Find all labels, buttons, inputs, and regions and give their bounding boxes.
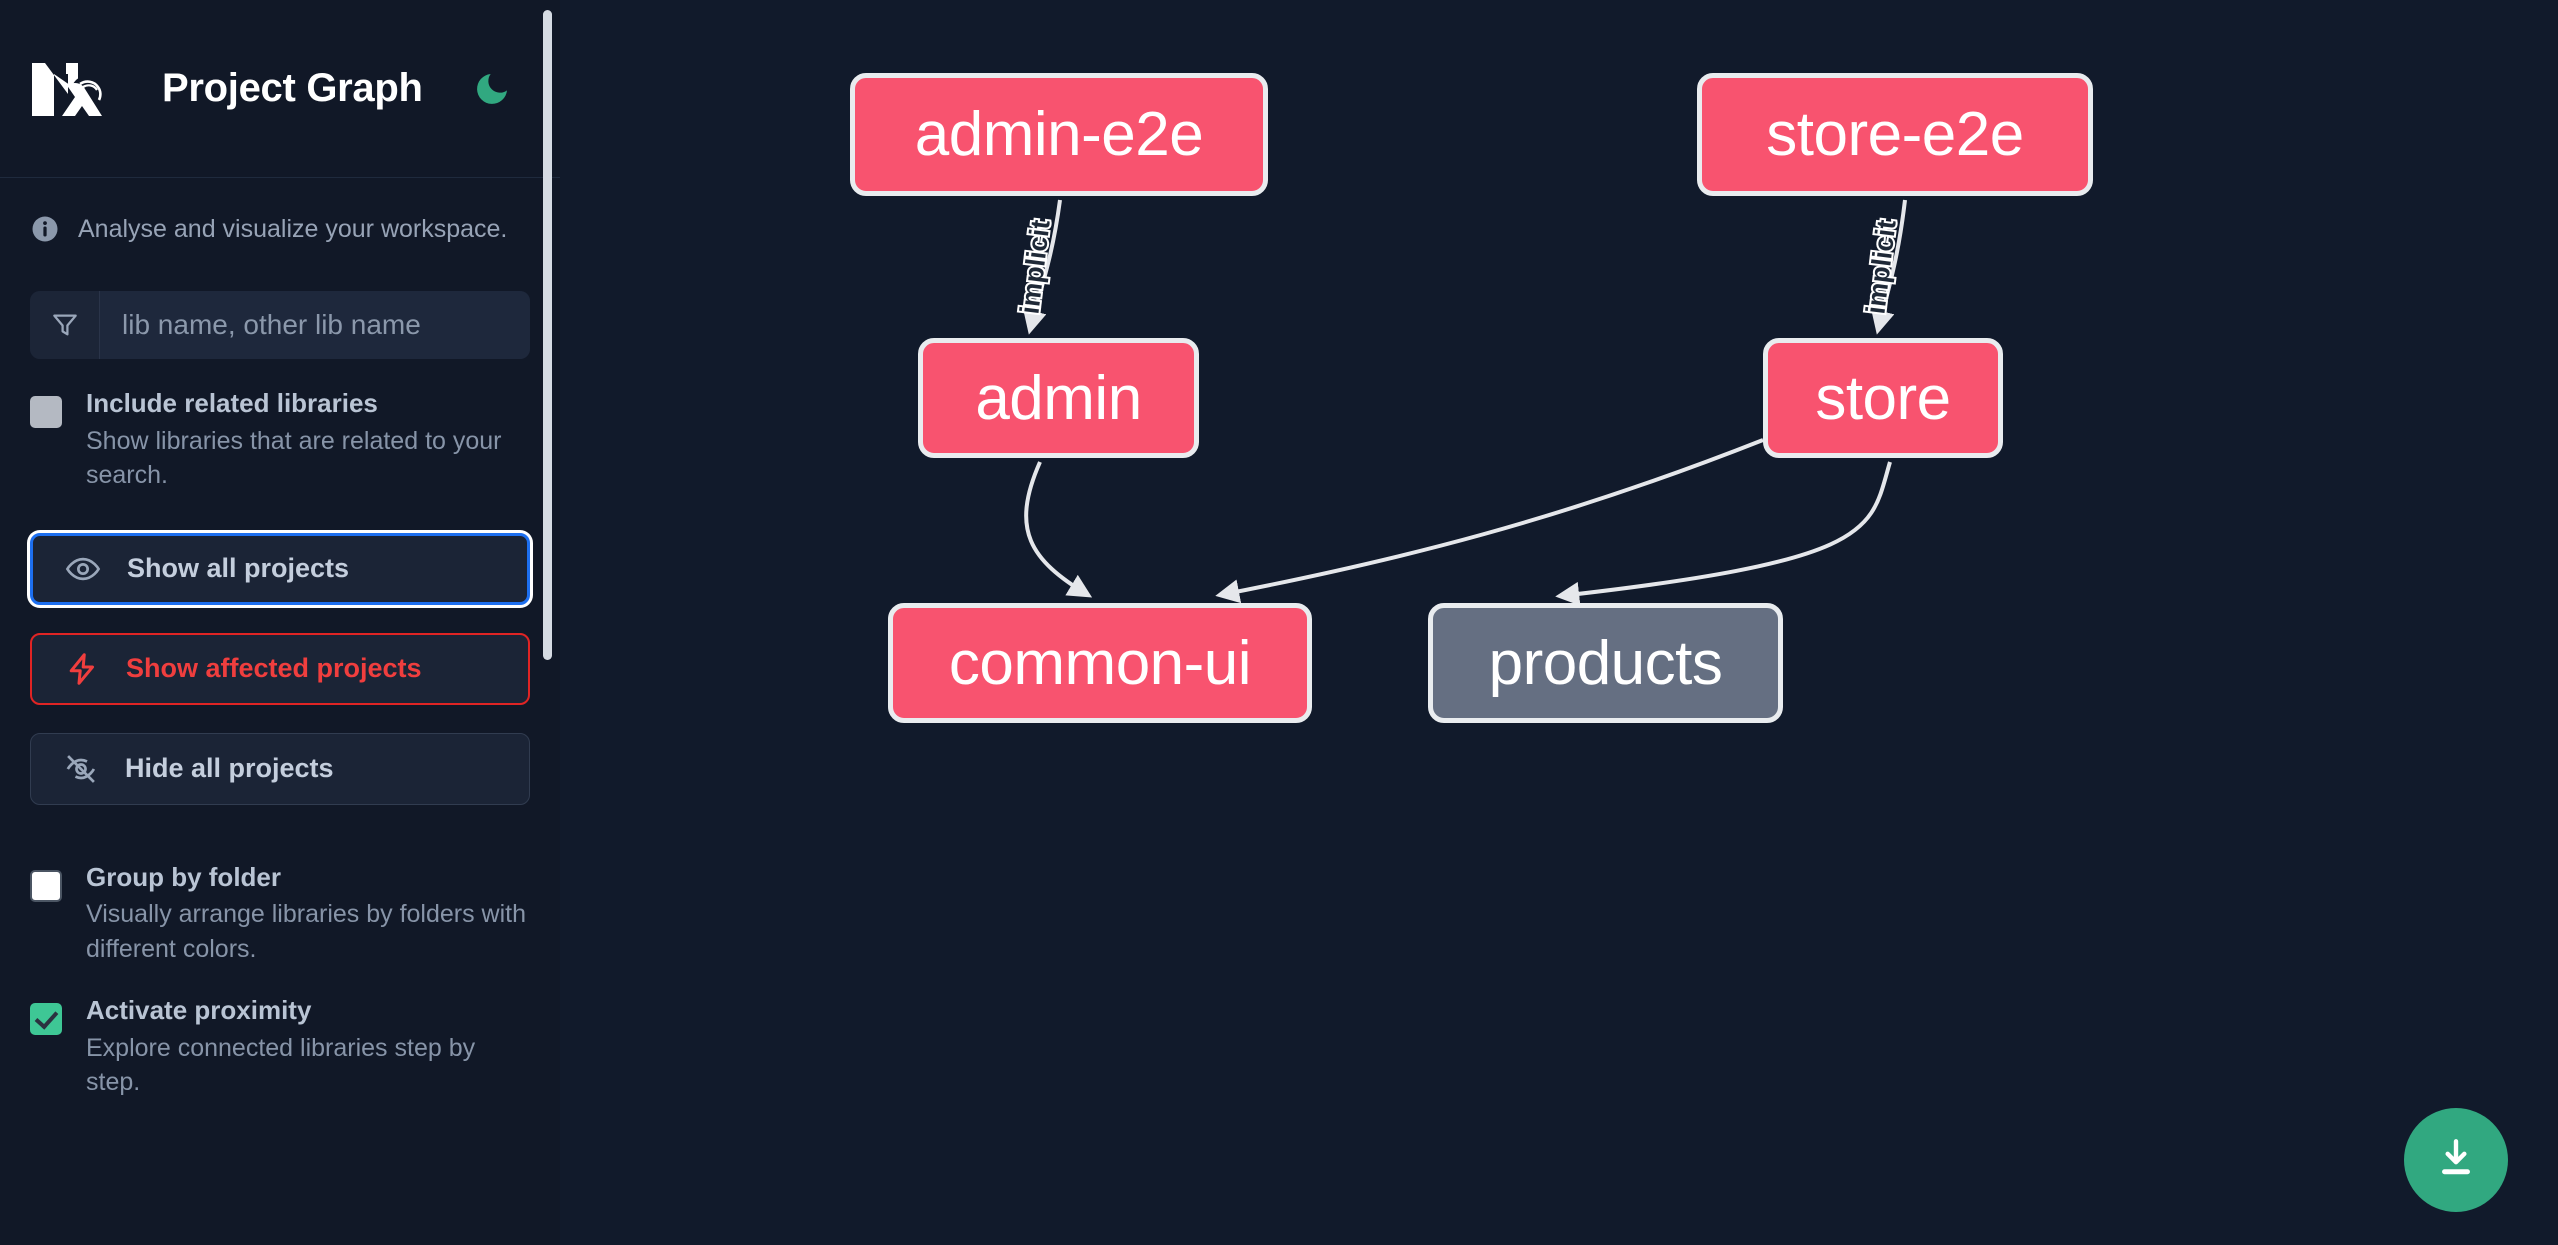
- option-text: Activate proximity Explore connected lib…: [86, 996, 530, 1100]
- option-description: Explore connected libraries step by step…: [86, 1033, 476, 1097]
- tagline-text: Analyse and visualize your workspace.: [78, 214, 508, 243]
- show-affected-projects-label: Show affected projects: [126, 653, 422, 684]
- show-affected-projects-button[interactable]: Show affected projects: [30, 632, 530, 705]
- option-text: Group by folder Visually arrange librari…: [86, 861, 530, 967]
- option-label: Include related libraries: [86, 388, 378, 418]
- graph-node-store[interactable]: store: [1763, 338, 2003, 458]
- graph-edges: implicit implicit: [1012, 199, 1907, 606]
- search-input[interactable]: [100, 291, 530, 359]
- show-all-projects-label: Show all projects: [127, 553, 350, 584]
- eye-icon: [65, 551, 101, 587]
- download-graph-button[interactable]: [2404, 1108, 2508, 1212]
- option-description: Show libraries that are related to your …: [86, 426, 502, 490]
- sidebar-header: Project Graph: [0, 0, 560, 178]
- sidebar: Project Graph Analyse and visualize your…: [0, 0, 560, 1245]
- nx-logo-icon: [30, 60, 122, 118]
- filter-icon[interactable]: [30, 291, 100, 359]
- graph-node-label: products: [1488, 628, 1723, 698]
- graph-node-label: store-e2e: [1766, 100, 2024, 169]
- edge-store-to-common-ui: [1215, 438, 1764, 604]
- edge-store-e2e-to-store: [1871, 199, 1907, 335]
- option-label: Activate proximity: [86, 995, 312, 1026]
- option-group-by-folder[interactable]: Group by folder Visually arrange librari…: [0, 833, 560, 967]
- graph-node-label: admin: [975, 363, 1142, 433]
- option-description: Visually arrange libraries by folders wi…: [86, 900, 527, 963]
- tagline: Analyse and visualize your workspace.: [0, 178, 560, 244]
- checkbox-activate-proximity[interactable]: [30, 1003, 62, 1036]
- graph-node-admin[interactable]: admin: [918, 338, 1199, 458]
- sidebar-content: Project Graph Analyse and visualize your…: [0, 0, 560, 1100]
- edge-admin-to-common-ui: [1024, 461, 1093, 598]
- moon-icon[interactable]: [471, 68, 513, 110]
- checkbox-group-by-folder[interactable]: [30, 869, 62, 902]
- hide-all-projects-label: Hide all projects: [125, 753, 334, 784]
- edge-label-implicit-store: implicit: [1860, 218, 1901, 315]
- download-icon: [2431, 1133, 2481, 1188]
- graph-node-store-e2e[interactable]: store-e2e: [1697, 73, 2093, 196]
- edge-store-to-products: [1555, 461, 1892, 606]
- graph-canvas[interactable]: implicit implicit admin-e2e store-e2e ad…: [560, 0, 2558, 1245]
- hide-all-projects-button[interactable]: Hide all projects: [30, 732, 530, 805]
- show-all-projects-button[interactable]: Show all projects: [30, 532, 530, 605]
- graph-node-products[interactable]: products: [1428, 603, 1783, 723]
- info-icon: [30, 214, 60, 244]
- option-label: Group by folder: [86, 861, 281, 892]
- graph-node-label: admin-e2e: [914, 100, 1204, 169]
- graph-node-common-ui[interactable]: common-ui: [888, 603, 1312, 723]
- edge-label-implicit-admin: implicit: [1014, 218, 1055, 315]
- graph-node-label: common-ui: [948, 628, 1252, 698]
- sidebar-scrollbar-thumb[interactable]: [543, 10, 552, 660]
- page-title: Project Graph: [162, 66, 423, 110]
- search-box[interactable]: [30, 291, 530, 359]
- graph-node-admin-e2e[interactable]: admin-e2e: [850, 73, 1268, 196]
- checkbox-include-related-libraries[interactable]: [30, 396, 62, 428]
- graph-node-label: store: [1815, 363, 1951, 433]
- search-row: [0, 244, 560, 359]
- eye-off-icon: [63, 751, 99, 787]
- lightning-bolt-icon: [64, 651, 100, 687]
- option-text: Include related libraries Show libraries…: [86, 389, 530, 493]
- option-include-related-libraries[interactable]: Include related libraries Show libraries…: [0, 359, 560, 493]
- option-activate-proximity[interactable]: Activate proximity Explore connected lib…: [0, 966, 560, 1100]
- edge-admin-e2e-to-admin: [1023, 199, 1062, 335]
- visibility-button-group: Show all projects Show affected projects: [0, 493, 560, 805]
